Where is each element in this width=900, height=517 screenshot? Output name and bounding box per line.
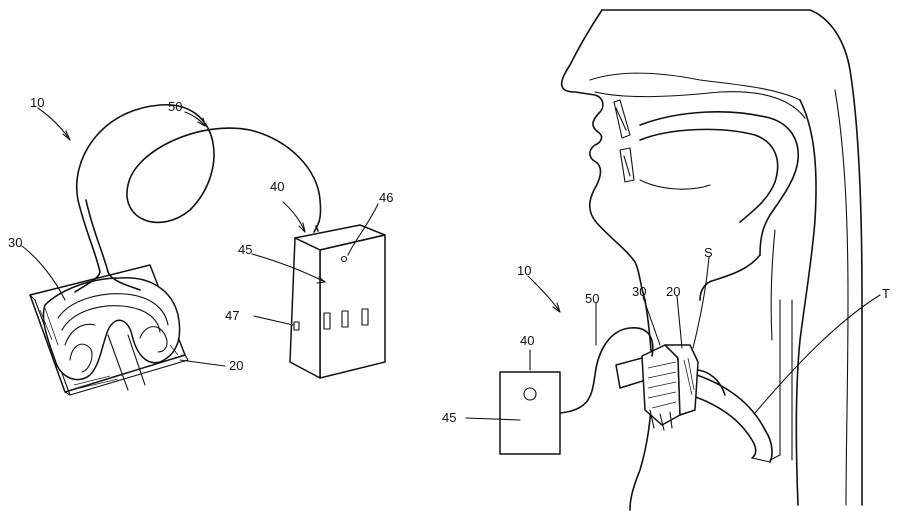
posterior-pharynx: [795, 99, 817, 506]
label-pad-left: 30: [8, 235, 23, 250]
upper-tooth-detail: [615, 107, 627, 131]
label-base-right: 20: [666, 284, 681, 299]
label-pad-right: 30: [632, 284, 647, 299]
label-device-right: 10: [517, 263, 532, 278]
device-base-20-right: [664, 344, 699, 416]
box-cable-entry: [315, 225, 319, 232]
box-right-port: [523, 387, 537, 401]
label-tube-right: 50: [585, 291, 600, 306]
leader-10-right: [527, 275, 561, 313]
tube-t-lower: [679, 369, 773, 463]
label-face-right: 45: [442, 410, 457, 425]
pad-contour-5: [69, 343, 93, 373]
box-connector-47: [293, 321, 300, 331]
pharynx-inner: [770, 229, 776, 341]
pad-slot: [107, 334, 146, 391]
hose-entry-left: [74, 271, 101, 293]
hose-entry-right: [107, 271, 141, 291]
pad-contour-2: [61, 305, 161, 333]
label-connector: 47: [225, 308, 240, 323]
pad-contour-1: [57, 293, 169, 326]
leader-30-right: [642, 296, 661, 346]
label-base-left: 20: [229, 358, 244, 373]
tube-t-end: [751, 457, 771, 463]
device-hatching: [647, 357, 695, 409]
lower-tooth-detail: [623, 155, 631, 177]
label-soft-palate: S: [704, 245, 713, 260]
spine-front: [834, 89, 849, 506]
tubing-loop: [76, 104, 322, 273]
label-device-left: 10: [30, 95, 45, 110]
mouthpiece-tube: [615, 357, 647, 389]
leader-t: [754, 294, 881, 414]
label-control-right: 40: [520, 333, 535, 348]
device-fringe: [649, 409, 673, 431]
leader-45-left: [251, 253, 326, 283]
label-port-left: 46: [379, 190, 394, 205]
palate-tongue-upper: [639, 111, 799, 256]
leader-30-left: [21, 245, 66, 301]
right-assembly: [465, 9, 881, 511]
throat-front: [629, 299, 653, 511]
leader-s: [692, 256, 710, 349]
tubing-inner-edge: [85, 199, 109, 273]
label-tube-airway: T: [882, 286, 890, 301]
mandible-inner: [639, 179, 711, 190]
box-front: [319, 234, 386, 379]
box-slot-3: [361, 308, 369, 326]
epiglottis-area: [699, 254, 761, 301]
leader-10-left: [37, 107, 71, 141]
nasal-roof: [589, 72, 801, 101]
label-control-left: 40: [270, 179, 285, 194]
box-right: [499, 371, 561, 455]
leader-20-left: [179, 359, 226, 367]
arrowhead-40-left: [298, 222, 306, 233]
nasal-floor: [594, 91, 806, 119]
tongue: [639, 128, 779, 223]
box-slot-1: [323, 312, 331, 330]
back-of-head: [601, 9, 863, 506]
arrowhead-10-left: [62, 130, 71, 141]
leader-20-right: [676, 295, 683, 349]
leader-50-left: [184, 111, 206, 127]
box-slot-2: [341, 310, 349, 328]
pad-contour-4: [139, 326, 168, 353]
leader-46: [347, 203, 379, 256]
arrowhead-10-right: [552, 302, 561, 313]
lower-tooth: [619, 147, 635, 183]
pad-contour-3: [64, 323, 96, 346]
face-profile: [560, 9, 646, 301]
leader-47: [253, 315, 294, 326]
base-hatching: [39, 307, 179, 390]
device-throat-contact: [697, 369, 726, 396]
label-tube-left: 50: [168, 99, 183, 114]
box-side: [289, 237, 321, 379]
pad-base-bottom-edge: [69, 354, 189, 396]
tube-t-upper: [689, 394, 757, 459]
pad-body: [42, 277, 181, 381]
tubing-right: [559, 327, 654, 414]
arrowhead-45-left: [316, 276, 326, 284]
box-port-46: [340, 255, 348, 263]
leader-40-left: [282, 201, 306, 233]
label-face-left: 45: [238, 242, 253, 257]
trachea-front: [769, 299, 781, 461]
upper-tooth: [613, 99, 631, 139]
leader-45-right: [465, 417, 521, 421]
left-assembly: [21, 104, 386, 396]
